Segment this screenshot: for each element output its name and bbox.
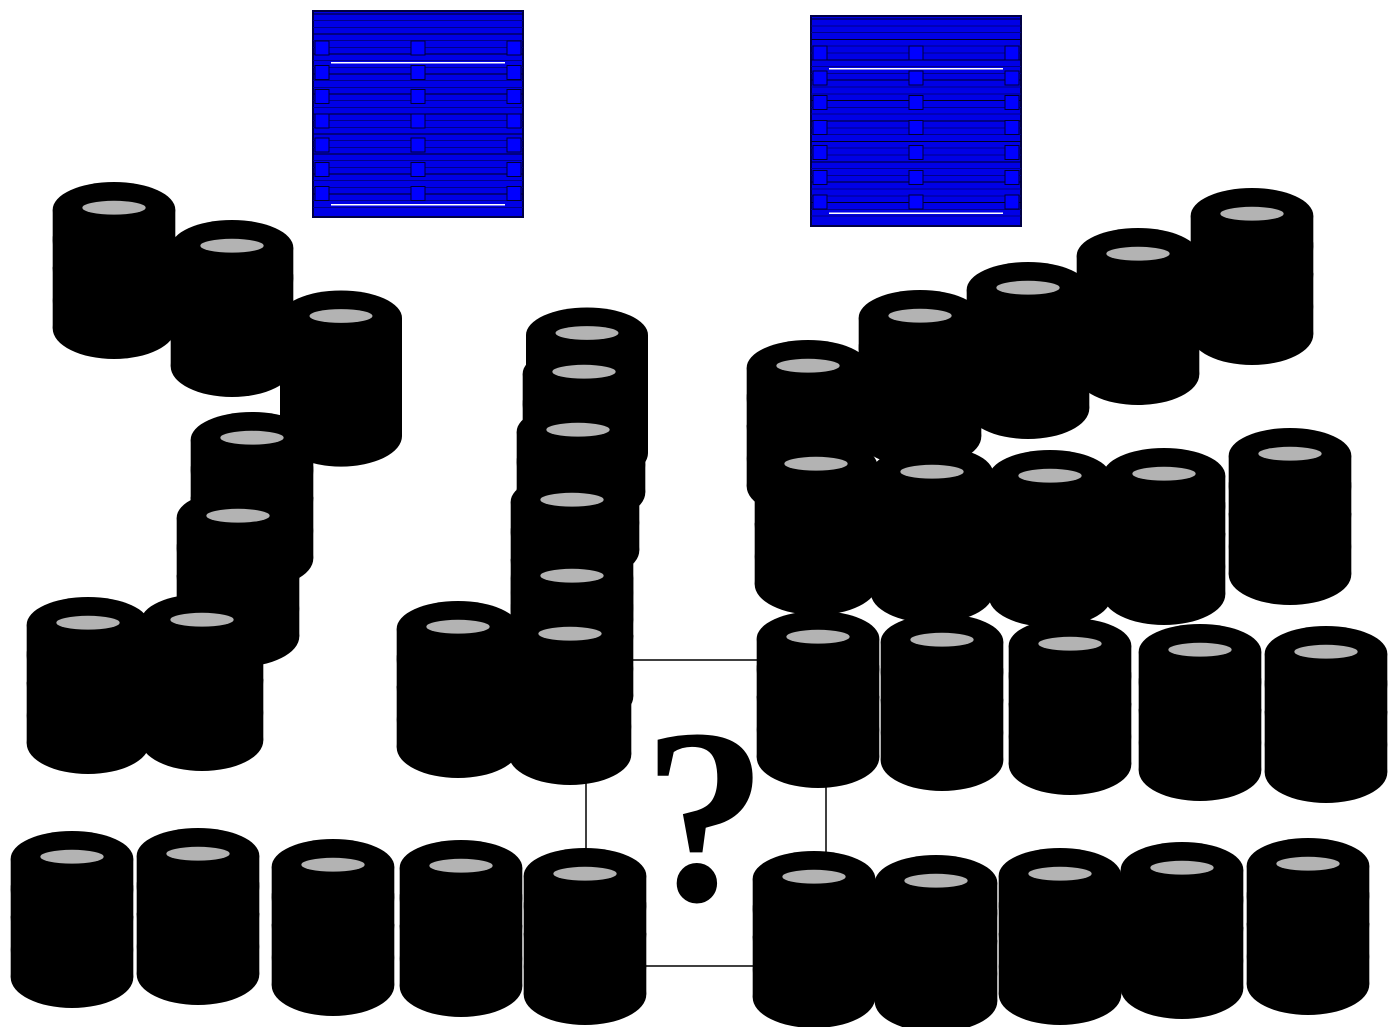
tire-stack-icon: [271, 839, 395, 1017]
tire-stack-icon: [508, 608, 632, 786]
pallets: [312, 10, 1022, 227]
tire-stack-icon: [998, 848, 1122, 1026]
tire-stack-icon: [858, 290, 982, 468]
tire-stack-icon: [1228, 428, 1352, 606]
tire-stack-icon: [140, 594, 264, 772]
tire-stack-icon: [1190, 188, 1314, 366]
tire-stack-icon: [752, 851, 876, 1027]
tire-stack-icon: [1008, 618, 1132, 796]
tire-stack-icon: [1076, 228, 1200, 406]
tire-stack-icon: [1138, 624, 1262, 802]
tire-stack-icon: [26, 597, 150, 775]
tire-stack-icon: [1120, 842, 1244, 1020]
tire-stack-icon: [10, 831, 134, 1009]
tire-stack-icon: [756, 611, 880, 789]
tire-stack-icon: [988, 450, 1112, 628]
pallet-icon: [312, 10, 524, 218]
tire-stack-icon: [136, 828, 260, 1006]
connector-lines: [585, 659, 827, 967]
tire-stack-icon: [966, 262, 1090, 440]
tire-stack-icon: [523, 848, 647, 1026]
tire-stack-icon: [1246, 838, 1370, 1016]
tire-stack-icon: [874, 855, 998, 1027]
tire-stack-icon: [52, 182, 176, 360]
tire-stack-icon: [1102, 448, 1226, 626]
tire-stack-icon: [396, 601, 520, 779]
tire-stack-icon: [1264, 626, 1388, 804]
pallet-icon: [810, 15, 1022, 227]
tire-stack-icon: [170, 220, 294, 398]
tire-stack-icon: [880, 614, 1004, 792]
tire-stack-icon: [870, 446, 994, 624]
tire-stack-icon: [754, 438, 878, 616]
tire-stack-icon: [399, 840, 523, 1018]
question-mark: ?: [643, 678, 768, 955]
